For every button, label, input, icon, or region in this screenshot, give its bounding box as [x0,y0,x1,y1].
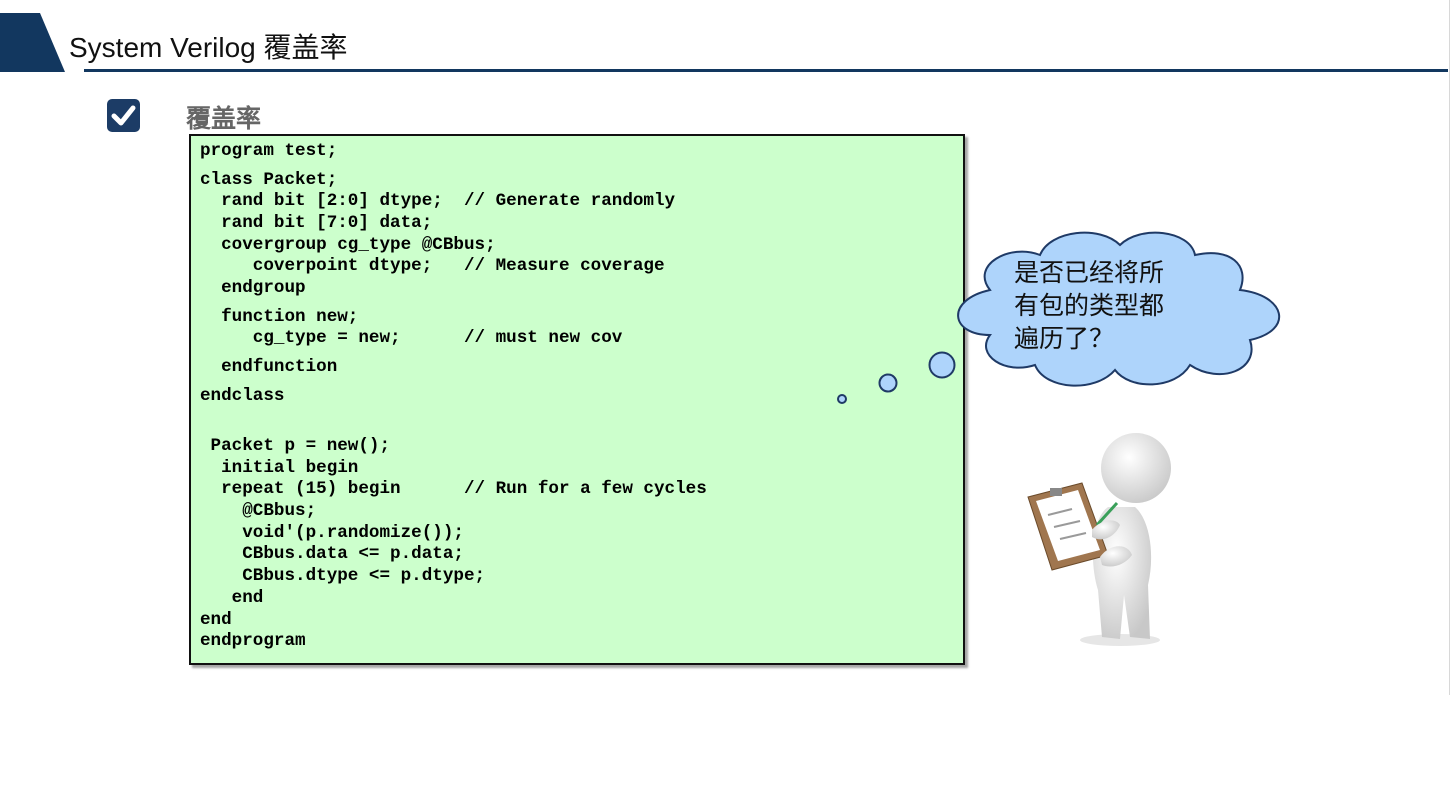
code-line: covergroup cg_type @CBbus; [200,235,496,255]
code-line: @CBbus; [200,501,317,521]
code-line: void'(p.randomize()); [200,523,464,543]
code-line: endprogram [200,631,306,651]
slide-edge-line [1449,0,1450,695]
code-line: rand bit [2:0] dtype; // Generate random… [200,191,676,211]
checkbox[interactable] [107,99,140,132]
code-line: repeat (15) begin // Run for a few cycle… [200,479,707,499]
code-line: program test; [200,141,338,161]
page-title: System Verilog 覆盖率 [69,32,348,63]
title-underline [84,69,1448,72]
code-line: cg_type = new; // must new cov [200,328,623,348]
thought-cloud-icon [837,231,1281,404]
code-line: rand bit [7:0] data; [200,213,433,233]
code-line: Packet p = new(); [200,436,391,456]
code-line: end [200,588,264,608]
code-line: function new; [200,307,359,327]
checkmark-icon [111,105,136,126]
code-line: endgroup [200,278,306,298]
code-line: CBbus.dtype <= p.dtype; [200,566,486,586]
code-line: endfunction [200,357,338,377]
code-line: initial begin [200,458,359,478]
person-with-clipboard-icon [1027,433,1171,646]
code-line: coverpoint dtype; // Measure coverage [200,256,665,276]
thought-bubble-text: 是否已经将所 有包的类型都 遍历了？ [1014,258,1165,353]
section-title: 覆盖率 [186,104,262,133]
code-line: end [200,610,232,630]
corner-triangle-decoration [0,13,65,72]
code-line: CBbus.data <= p.data; [200,544,464,564]
code-line: class Packet; [200,170,338,190]
code-text: program test; class Packet; rand bit [2:… [191,136,707,651]
code-line: endclass [200,386,285,406]
code-block: program test; class Packet; rand bit [2:… [189,134,965,665]
